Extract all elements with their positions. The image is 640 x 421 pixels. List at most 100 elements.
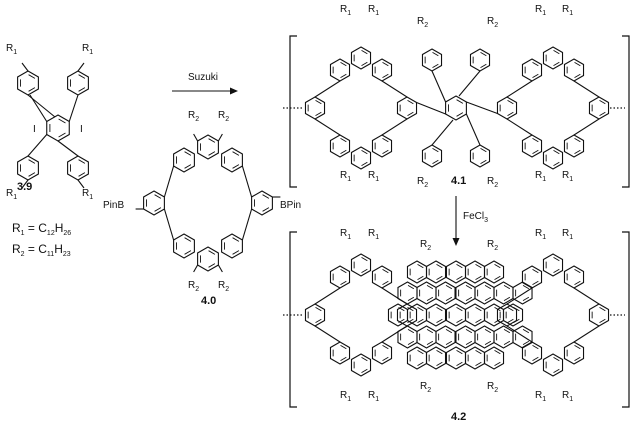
r1-definition: R1 = C12H26: [12, 221, 71, 237]
r2-label: R2: [420, 381, 431, 394]
bond: [29, 94, 48, 122]
double-bond: [532, 149, 539, 155]
double-bond: [494, 275, 501, 281]
bond: [241, 208, 253, 241]
bond: [21, 62, 29, 72]
double-bond: [361, 49, 368, 55]
double-bond: [456, 318, 463, 324]
benzene-ring: [521, 134, 543, 158]
double-bond: [426, 296, 434, 302]
r1-label: R1: [368, 390, 379, 403]
bond: [573, 287, 600, 305]
bond: [458, 70, 481, 97]
double-bond: [456, 263, 463, 269]
double-bond: [553, 268, 560, 274]
compound-3-9-label: 3.9: [17, 181, 32, 193]
r2-label: R2: [487, 381, 498, 394]
double-bond: [432, 51, 439, 57]
double-bond: [407, 111, 414, 117]
r1-label: R1: [535, 4, 546, 17]
double-bond: [522, 328, 530, 334]
double-bond: [361, 149, 368, 155]
double-bond: [407, 99, 414, 105]
double-bond: [382, 356, 389, 362]
fused-ring: [483, 260, 505, 284]
r2-label: R2: [420, 239, 431, 252]
benzene-ring: [350, 146, 372, 170]
double-bond: [340, 149, 347, 155]
double-bond: [262, 207, 270, 212]
double-bond: [522, 340, 530, 346]
double-bond: [574, 280, 581, 286]
double-bond: [340, 73, 347, 79]
bond: [57, 140, 79, 157]
double-bond: [484, 296, 492, 302]
double-bond: [574, 137, 581, 143]
double-bond: [494, 349, 501, 355]
bond: [381, 118, 408, 136]
double-bond: [507, 318, 514, 324]
double-bond: [553, 161, 560, 167]
double-bond: [445, 328, 453, 334]
double-bond: [456, 361, 463, 367]
double-bond: [262, 194, 270, 199]
double-bond: [475, 306, 482, 312]
double-bond: [340, 356, 347, 362]
double-bond: [494, 361, 501, 367]
benzene-ring: [329, 134, 351, 158]
double-bond: [456, 349, 463, 355]
double-bond: [315, 318, 322, 324]
bond: [506, 118, 533, 136]
bond: [77, 62, 85, 72]
r1-label: R1: [562, 390, 573, 403]
fused-ring: [435, 325, 456, 349]
bond: [573, 325, 600, 343]
double-bond: [382, 280, 389, 286]
double-bond: [361, 356, 368, 362]
double-bond: [58, 132, 66, 138]
double-bond: [522, 296, 530, 302]
double-bond: [475, 349, 482, 355]
double-bond: [532, 137, 539, 143]
double-bond: [382, 61, 389, 67]
double-bond: [417, 306, 424, 312]
iodo-label: I: [80, 124, 83, 135]
compound-4-1-label: 4.1: [451, 175, 466, 187]
double-bond: [599, 99, 606, 105]
double-bond: [28, 159, 36, 164]
double-bond: [426, 340, 434, 346]
double-bond: [78, 74, 86, 79]
double-bond: [553, 149, 560, 155]
bond: [193, 264, 199, 273]
benzene-ring: [469, 144, 491, 168]
fused-ring: [435, 281, 456, 305]
double-bond: [532, 280, 539, 286]
double-bond: [184, 237, 192, 242]
fused-ring: [425, 346, 447, 370]
benzene-ring: [542, 46, 564, 70]
double-bond: [465, 284, 473, 290]
benzene-ring: [350, 353, 372, 377]
r1-label: R1: [82, 43, 93, 56]
r2-label: R2: [417, 176, 428, 189]
double-bond: [532, 356, 539, 362]
double-bond: [503, 340, 511, 346]
r1-label: R1: [340, 228, 351, 241]
double-bond: [494, 306, 501, 312]
double-bond: [574, 149, 581, 155]
double-bond: [417, 349, 424, 355]
double-bond: [232, 250, 240, 255]
double-bond: [208, 263, 216, 268]
fused-ring: [502, 303, 524, 327]
bond: [573, 118, 600, 136]
double-bond: [494, 318, 501, 324]
benzene-ring: [542, 253, 564, 277]
r2-label: R2: [417, 16, 428, 29]
bond: [573, 80, 600, 98]
bond: [68, 94, 79, 122]
bond: [314, 287, 341, 305]
double-bond: [503, 328, 511, 334]
fused-ring: [425, 303, 447, 327]
benzene-ring: [542, 353, 564, 377]
